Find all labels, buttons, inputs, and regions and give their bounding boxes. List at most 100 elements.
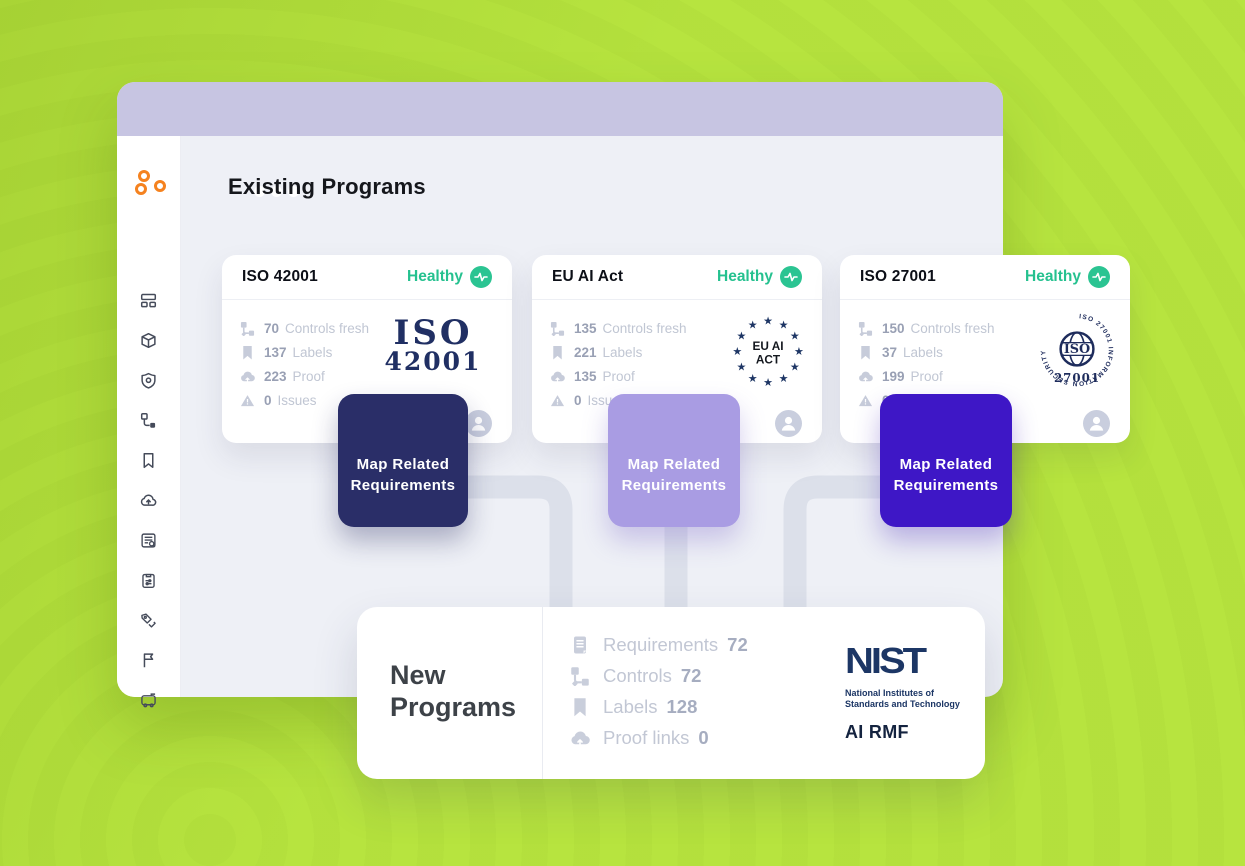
stat-label: Labels bbox=[602, 344, 643, 360]
controls-flow-icon bbox=[550, 321, 565, 336]
cloud-icon bbox=[858, 369, 873, 384]
stat-label: Controls bbox=[603, 665, 672, 686]
stat-label: Issues bbox=[277, 392, 317, 408]
bookmark-icon bbox=[240, 345, 255, 360]
sidebar-item-list-search[interactable] bbox=[140, 532, 157, 549]
cloud-icon bbox=[550, 369, 565, 384]
sidebar-item-clipboard[interactable] bbox=[140, 572, 157, 589]
nist-ai-rmf-logo: NIST National Institutes of Standards an… bbox=[845, 643, 965, 743]
svg-text:★: ★ bbox=[779, 319, 789, 331]
map-related-requirements-button-eu-ai-act[interactable]: Map Related Requirements bbox=[608, 394, 740, 527]
card-title: EU AI Act bbox=[552, 268, 624, 285]
stat-label: Controls fresh bbox=[910, 320, 995, 336]
status-badge: Healthy bbox=[407, 266, 492, 288]
map-related-requirements-button-iso-27001[interactable]: Map Related Requirements bbox=[880, 394, 1012, 527]
svg-text:★: ★ bbox=[748, 319, 758, 331]
svg-text:★: ★ bbox=[779, 373, 789, 385]
eu-logo-line2: ACT bbox=[756, 352, 781, 366]
sidebar-item-bookmark[interactable] bbox=[140, 452, 157, 469]
sidebar bbox=[117, 136, 181, 697]
card-header: EU AI Act Healthy bbox=[532, 255, 822, 300]
stat-value: 0 bbox=[574, 392, 582, 408]
health-pulse-icon bbox=[1088, 266, 1110, 288]
sidebar-nav bbox=[117, 292, 180, 709]
svg-text:★: ★ bbox=[794, 346, 804, 358]
svg-text:★: ★ bbox=[736, 362, 746, 374]
nist-tagline: National Institutes of Standards and Tec… bbox=[845, 688, 965, 711]
bookmark-icon bbox=[550, 345, 565, 360]
bookmark-icon bbox=[858, 345, 873, 360]
sidebar-item-tags[interactable] bbox=[140, 612, 157, 629]
health-pulse-icon bbox=[470, 266, 492, 288]
svg-text:★: ★ bbox=[790, 331, 800, 343]
bookmark-icon bbox=[570, 697, 590, 717]
stat-label: Labels bbox=[603, 696, 658, 717]
sidebar-item-shield[interactable] bbox=[140, 372, 157, 389]
svg-text:★: ★ bbox=[763, 377, 773, 389]
svg-text:★: ★ bbox=[790, 362, 800, 374]
sidebar-item-cloud-upload[interactable] bbox=[140, 492, 157, 509]
card-header: ISO 27001 Healthy bbox=[840, 255, 1130, 300]
health-pulse-icon bbox=[780, 266, 802, 288]
eu-logo-line1: EU AI bbox=[752, 339, 783, 353]
svg-text:★: ★ bbox=[732, 346, 742, 358]
avatar[interactable] bbox=[465, 410, 492, 437]
iso-42001-logo: ISO 42001 bbox=[368, 316, 498, 377]
warning-icon bbox=[550, 393, 565, 408]
window-control-dot[interactable] bbox=[254, 186, 265, 197]
status-label: Healthy bbox=[1025, 268, 1081, 285]
brand-circle bbox=[154, 180, 166, 192]
warning-icon bbox=[858, 393, 873, 408]
window-control-dot[interactable] bbox=[271, 186, 282, 197]
stat-value: 135 bbox=[574, 320, 597, 336]
status-badge: Healthy bbox=[717, 266, 802, 288]
stat-value: 37 bbox=[882, 344, 898, 360]
map-related-requirements-button-iso-42001[interactable]: Map Related Requirements bbox=[338, 394, 468, 527]
iso-logo-line2: 42001 bbox=[384, 347, 482, 377]
sidebar-item-package[interactable] bbox=[140, 332, 157, 349]
brand-logo bbox=[117, 136, 180, 196]
stat-label: Controls fresh bbox=[285, 320, 370, 336]
sidebar-item-flag[interactable] bbox=[140, 652, 157, 669]
new-programs-title: New Programs bbox=[390, 660, 517, 723]
sidebar-item-truck[interactable] bbox=[140, 692, 157, 709]
controls-flow-icon bbox=[240, 321, 255, 336]
browser-titlebar bbox=[117, 82, 1003, 136]
stat-value: 221 bbox=[574, 344, 597, 360]
stat-proof-links: Proof links 0 bbox=[570, 727, 748, 749]
stat-value: 0 bbox=[698, 727, 709, 748]
nist-framework-label: AI RMF bbox=[845, 721, 909, 742]
stat-value: 72 bbox=[727, 634, 748, 655]
brand-circle bbox=[135, 183, 147, 195]
sidebar-item-controls[interactable] bbox=[140, 412, 157, 429]
page-title: Existing Programs bbox=[228, 174, 426, 199]
stat-label: Proof bbox=[910, 368, 943, 384]
stat-label: Labels bbox=[903, 344, 943, 360]
stat-label: Labels bbox=[292, 344, 333, 360]
sidebar-item-dashboard[interactable] bbox=[140, 292, 157, 309]
status-label: Healthy bbox=[717, 268, 773, 285]
nist-tagline-line1: National Institutes of bbox=[845, 688, 935, 698]
avatar[interactable] bbox=[775, 410, 802, 437]
controls-flow-icon bbox=[570, 666, 590, 686]
stat-label: Proof links bbox=[603, 727, 690, 748]
avatar[interactable] bbox=[1083, 410, 1110, 437]
stat-label: Proof bbox=[292, 368, 325, 384]
divider bbox=[542, 607, 543, 779]
window-control-dot[interactable] bbox=[288, 186, 299, 197]
status-badge: Healthy bbox=[1025, 266, 1110, 288]
seal-center-text: ISO bbox=[1064, 342, 1090, 357]
cloud-icon bbox=[240, 369, 255, 384]
